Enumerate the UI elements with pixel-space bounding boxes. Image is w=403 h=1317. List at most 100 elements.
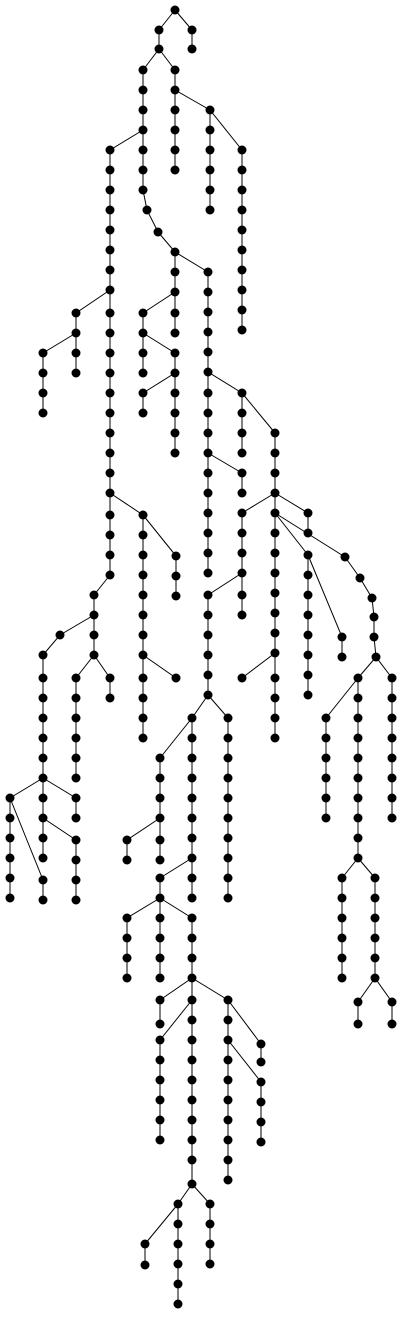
tree-node	[170, 287, 180, 297]
tree-edge	[207, 371, 243, 394]
tree-node	[155, 973, 165, 983]
tree-node	[370, 873, 380, 883]
tree-node	[138, 733, 148, 743]
tree-node	[71, 895, 81, 905]
tree-node	[256, 1117, 266, 1127]
tree-node	[203, 267, 213, 277]
tree-node	[170, 165, 180, 175]
tree-node	[237, 205, 247, 215]
tree-node	[237, 610, 247, 620]
tree-node	[71, 773, 81, 783]
tree-edge	[274, 512, 309, 556]
tree-node	[138, 145, 148, 155]
tree-node	[105, 570, 115, 580]
tree-node	[38, 693, 48, 703]
tree-node	[122, 953, 132, 963]
tree-node	[170, 125, 180, 135]
tree-edge	[191, 694, 209, 719]
tree-node	[155, 995, 165, 1005]
tree-node	[142, 205, 152, 215]
tree-node	[170, 145, 180, 155]
tree-node	[337, 933, 347, 943]
tree-node	[187, 1155, 197, 1165]
tree-node	[187, 813, 197, 823]
tree-edge	[209, 109, 243, 151]
tree-edge	[241, 492, 276, 514]
tree-node	[237, 145, 247, 155]
tree-node	[270, 428, 280, 438]
tree-node	[223, 1115, 233, 1125]
tree-node	[337, 953, 347, 963]
tree-node	[105, 205, 115, 215]
tree-node	[270, 448, 280, 458]
tree-node	[38, 813, 48, 823]
tree-node	[337, 652, 347, 662]
tree-node	[89, 650, 99, 660]
tree-node	[223, 793, 233, 803]
tree-node	[303, 670, 313, 680]
tree-node	[138, 713, 148, 723]
tree-node	[256, 1077, 266, 1087]
tree-node	[387, 693, 397, 703]
tree-node	[155, 1095, 165, 1105]
tree-node	[205, 1219, 215, 1229]
tree-node	[203, 670, 213, 680]
tree-node	[5, 793, 15, 803]
tree-node	[321, 733, 331, 743]
tree-node	[370, 953, 380, 963]
tree-node	[89, 630, 99, 640]
tree-node	[387, 673, 397, 683]
tree-node	[171, 591, 181, 601]
tree-edge	[191, 977, 229, 1001]
tree-node	[203, 327, 213, 337]
tree-node	[237, 548, 247, 558]
tree-node	[187, 873, 197, 883]
tree-node	[270, 693, 280, 703]
tree-node	[155, 753, 165, 763]
tree-node	[353, 997, 363, 1007]
tree-edge	[126, 897, 161, 919]
tree-node	[187, 1055, 197, 1065]
tree-node	[173, 1279, 183, 1289]
tree-node	[303, 630, 313, 640]
tree-node	[173, 1239, 183, 1249]
tree-edge	[207, 452, 243, 474]
tree-node	[256, 1137, 266, 1147]
tree-node	[223, 773, 233, 783]
tree-node	[5, 893, 15, 903]
tree-node	[173, 1299, 183, 1309]
tree-node	[71, 368, 81, 378]
tree-node	[203, 508, 213, 518]
tree-node	[105, 468, 115, 478]
tree-edge	[159, 977, 193, 1001]
tree-node	[270, 468, 280, 478]
tree-node	[353, 713, 363, 723]
tree-node	[71, 348, 81, 358]
tree-node	[353, 853, 363, 863]
tree-edge	[142, 332, 176, 354]
tree-node	[155, 793, 165, 803]
tree-node	[187, 25, 197, 35]
tree-node	[105, 388, 115, 398]
tree-node	[155, 1135, 165, 1145]
tree-node	[55, 630, 65, 640]
tree-node	[105, 530, 115, 540]
tree-node	[353, 833, 363, 843]
tree-node	[223, 753, 233, 763]
tree-node	[105, 185, 115, 195]
tree-node	[237, 428, 247, 438]
tree-node	[353, 673, 363, 683]
tree-node	[140, 1239, 150, 1249]
tree-node	[203, 548, 213, 558]
tree-node	[170, 388, 180, 398]
tree-node	[105, 408, 115, 418]
tree-node	[237, 590, 247, 600]
tree-node	[371, 652, 381, 662]
tree-node	[223, 1155, 233, 1165]
tree-node	[71, 733, 81, 743]
tree-node	[203, 568, 213, 578]
tree-node	[187, 1179, 197, 1189]
tree-edge	[174, 251, 209, 273]
tree-node	[105, 308, 115, 318]
